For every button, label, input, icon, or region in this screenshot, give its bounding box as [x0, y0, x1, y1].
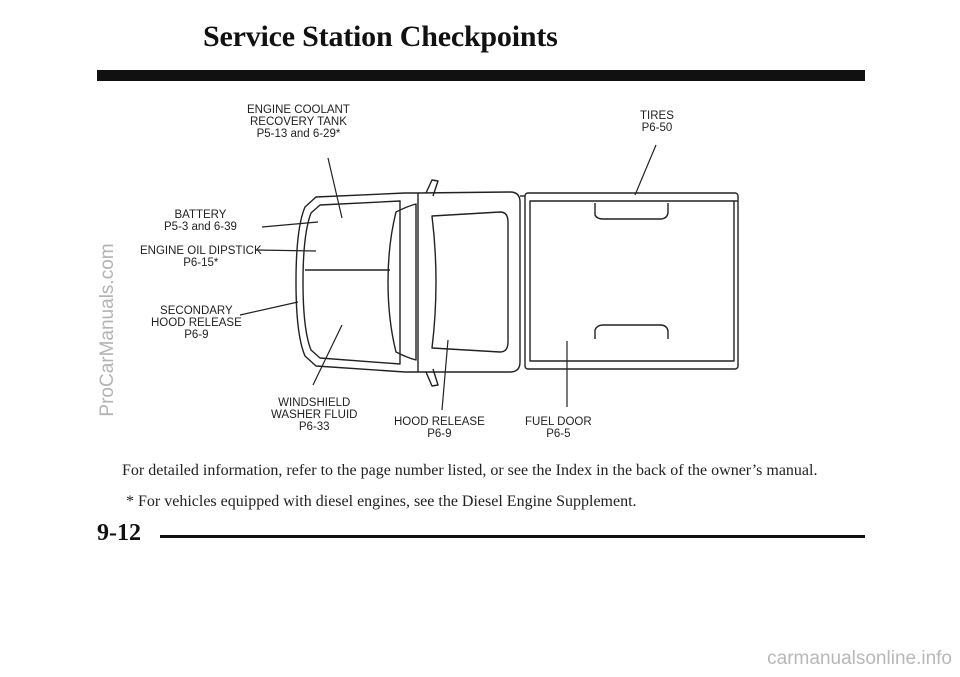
- label-battery: BATTERY P5-3 and 6-39: [164, 209, 237, 233]
- mirror-bottom: [425, 368, 439, 387]
- truck-bed-outline: [524, 192, 739, 370]
- label-secondary-hood-release: SECONDARY HOOD RELEASE P6-9: [151, 305, 242, 341]
- footer-rule: [160, 535, 865, 538]
- wheel-well-bottom: [594, 324, 669, 339]
- truck-cab-outline: [417, 191, 521, 373]
- leader-coolant: [327, 157, 343, 219]
- leader-tires: [634, 144, 657, 196]
- leader-battery: [261, 221, 319, 228]
- title-rule: [97, 70, 865, 81]
- mirror-top: [425, 179, 439, 197]
- label-hood-release: HOOD RELEASE P6-9: [394, 416, 485, 440]
- watermark-bottom: carmanualsonline.info: [767, 648, 952, 669]
- page-number: 9-12: [97, 520, 141, 546]
- leader-washer: [312, 324, 343, 386]
- windshield: [387, 203, 417, 361]
- label-tires: TIRES P6-50: [640, 110, 674, 134]
- label-windshield-washer-fluid: WINDSHIELD WASHER FLUID P6-33: [271, 397, 358, 433]
- leader-secondary: [239, 301, 299, 316]
- watermark-left: ProCarManuals.com: [97, 243, 118, 417]
- cab-roof: [431, 211, 509, 353]
- diesel-note: * For vehicles equipped with diesel engi…: [126, 493, 637, 510]
- detail-note: For detailed information, refer to the p…: [122, 462, 818, 479]
- leader-hood-release: [441, 339, 449, 411]
- truck-hood-outline: [295, 192, 419, 373]
- leader-dipstick: [255, 249, 317, 252]
- truck-hood-inner: [302, 200, 401, 365]
- page-title: Service Station Checkpoints: [203, 20, 558, 53]
- wheel-well-top: [594, 203, 669, 220]
- label-fuel-door: FUEL DOOR P6-5: [525, 416, 592, 440]
- truck-bed-inner: [529, 200, 735, 362]
- label-engine-coolant: ENGINE COOLANT RECOVERY TANK P5-13 and 6…: [247, 104, 350, 140]
- label-engine-oil-dipstick: ENGINE OIL DIPSTICK P6-15*: [140, 245, 262, 269]
